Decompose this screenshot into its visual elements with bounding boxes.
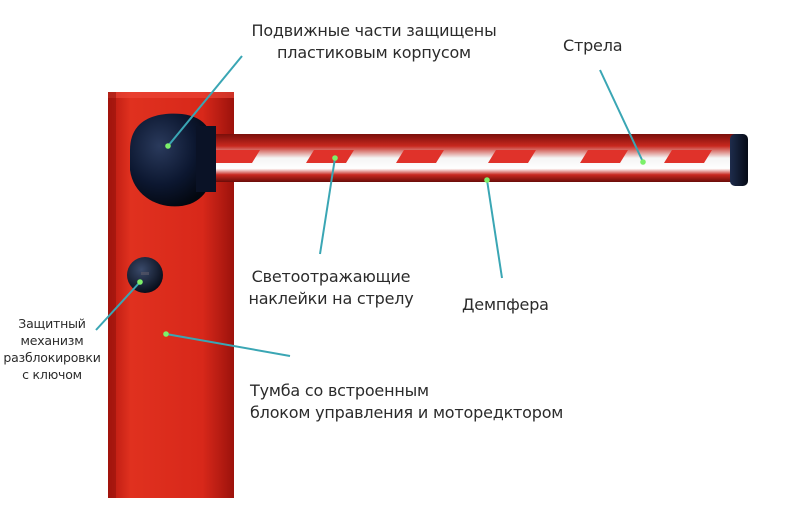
leader-cabinet bbox=[165, 333, 291, 357]
label-moving-parts: Подвижные части защищены пластиковым кор… bbox=[251, 21, 497, 62]
leader-boom bbox=[599, 69, 644, 163]
label-damper: Демпфера bbox=[462, 295, 549, 314]
marker-dots bbox=[137, 143, 646, 337]
moving-parts-housing bbox=[130, 113, 216, 207]
label-boom: Стрела bbox=[563, 36, 623, 55]
label-stickers: Светоотражающие наклейки на стрелу bbox=[248, 267, 414, 308]
label-cabinet: Тумба со встроенным блоком управления и … bbox=[250, 381, 564, 422]
label-lock: Защитный механизм разблокировки с ключом bbox=[3, 316, 101, 382]
boom-end-cap bbox=[730, 134, 748, 186]
boom bbox=[190, 134, 748, 186]
leader-stickers bbox=[319, 157, 336, 255]
leader-lines bbox=[95, 55, 644, 357]
unlock-key-mechanism bbox=[127, 257, 163, 293]
reflective-stickers bbox=[204, 150, 712, 163]
leader-damper bbox=[486, 179, 503, 279]
leader-housing bbox=[167, 55, 243, 147]
leader-lock bbox=[95, 281, 141, 331]
